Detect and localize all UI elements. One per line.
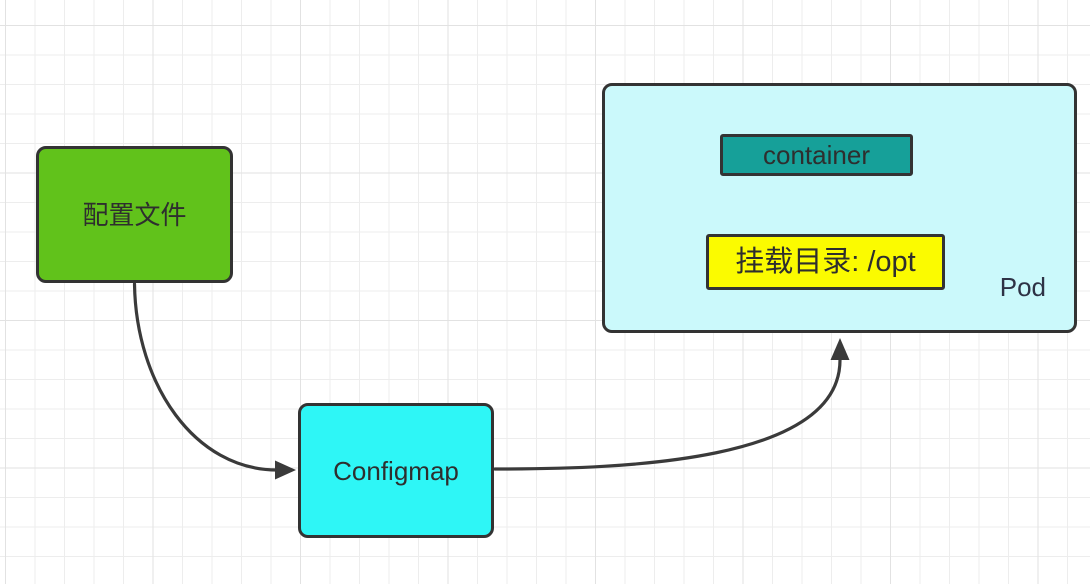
- node-config-file[interactable]: 配置文件: [36, 146, 233, 283]
- edge-configfile-to-configmap[interactable]: [132, 282, 297, 480]
- edge-curve[interactable]: [493, 358, 842, 471]
- node-mount-dir[interactable]: 挂载目录: /opt: [706, 234, 945, 290]
- node-mount-dir-label: 挂载目录: /opt: [735, 245, 916, 278]
- node-pod-label: Pod: [999, 272, 1046, 302]
- node-container-label: container: [763, 140, 870, 170]
- edge-curve[interactable]: [132, 282, 279, 472]
- node-container[interactable]: container: [720, 134, 913, 176]
- edge-configmap-to-pod[interactable]: [493, 338, 850, 471]
- node-pod[interactable]: container 挂载目录: /opt Pod: [602, 83, 1077, 333]
- arrowhead-right-icon: [275, 460, 296, 480]
- arrowhead-up-icon: [830, 338, 850, 360]
- node-configmap-label: Configmap: [333, 455, 459, 486]
- node-configmap[interactable]: Configmap: [298, 403, 494, 538]
- node-config-file-label: 配置文件: [82, 199, 187, 230]
